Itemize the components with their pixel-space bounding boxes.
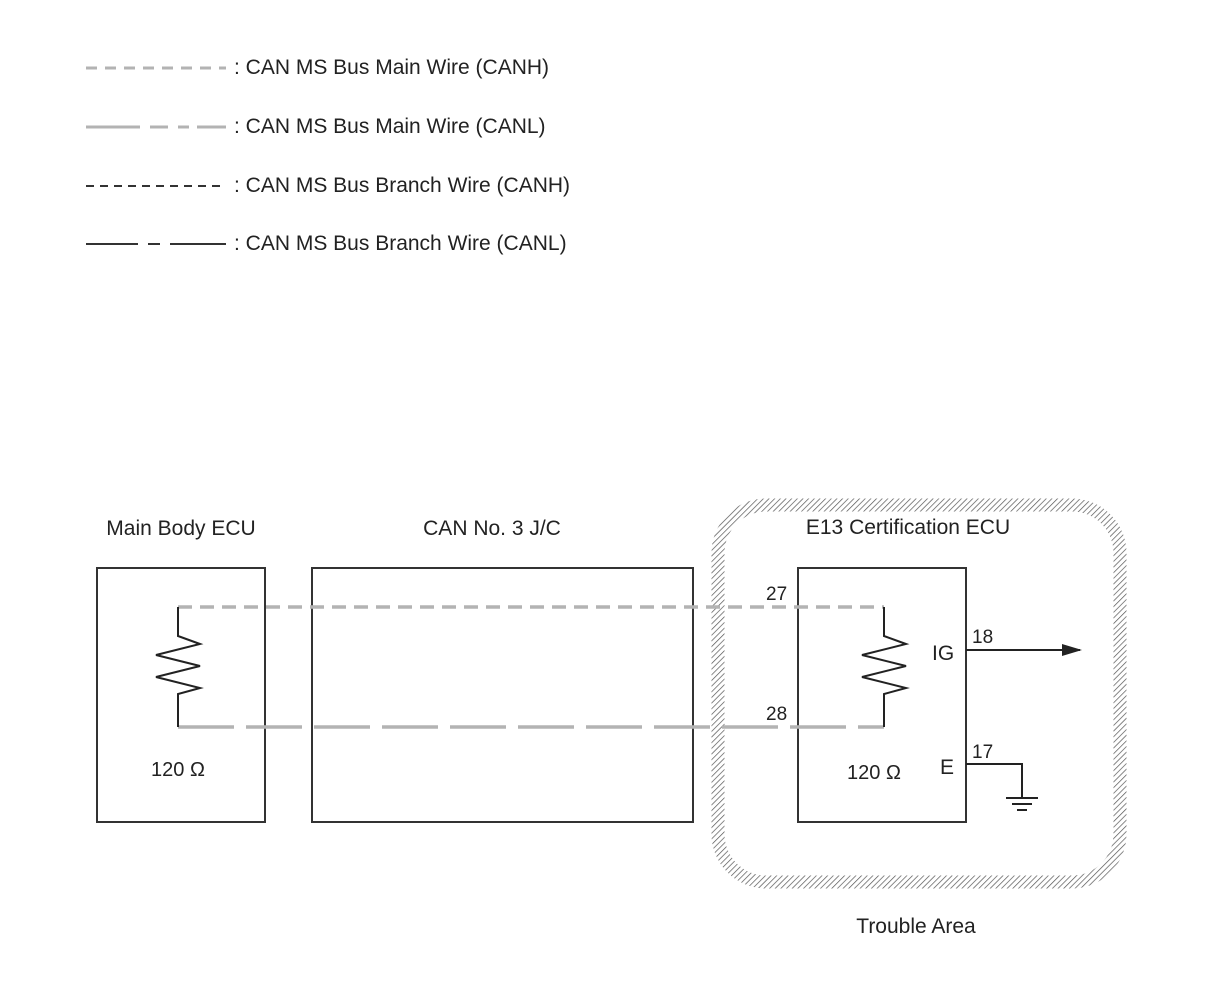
legend-item-main-canh: : CAN MS Bus Main Wire (CANH) — [86, 56, 549, 79]
legend-item-branch-canl: : CAN MS Bus Branch Wire (CANL) — [86, 232, 567, 255]
jc-label: CAN No. 3 J/C — [423, 517, 561, 540]
cert-ecu-resistor — [861, 607, 910, 727]
ig-terminal-label: IG — [932, 642, 954, 665]
legend-item-branch-canh: : CAN MS Bus Branch Wire (CANH) — [86, 174, 570, 197]
pin-27-label: 27 — [766, 584, 787, 605]
cert-ecu-resistance: 120 Ω — [847, 762, 901, 784]
pin-18-label: 18 — [972, 627, 993, 648]
cert-ecu-label: E13 Certification ECU — [806, 516, 1010, 539]
cert-ecu-box — [797, 567, 967, 823]
ground-icon — [966, 763, 1038, 811]
pin-17-label: 17 — [972, 742, 993, 763]
legend-label-main-canh: : CAN MS Bus Main Wire (CANH) — [234, 56, 549, 79]
trouble-area-label: Trouble Area — [856, 915, 976, 938]
trouble-area: Trouble Area — [711, 498, 1127, 938]
main-body-ecu-box — [96, 567, 266, 823]
trouble-area-border — [711, 498, 1127, 889]
pin-28-label: 28 — [766, 704, 787, 725]
main-body-ecu-resistance: 120 Ω — [151, 759, 205, 781]
e-terminal-label: E — [940, 756, 954, 779]
main-body-ecu-resistor — [155, 607, 204, 727]
jc-box — [311, 567, 694, 823]
legend-label-branch-canh: : CAN MS Bus Branch Wire (CANH) — [234, 174, 570, 197]
legend: : CAN MS Bus Main Wire (CANH) : CAN MS B… — [86, 56, 570, 255]
main-body-ecu-label: Main Body ECU — [106, 517, 255, 540]
legend-label-branch-canl: : CAN MS Bus Branch Wire (CANL) — [234, 232, 567, 255]
legend-item-main-canl: : CAN MS Bus Main Wire (CANL) — [86, 115, 546, 138]
legend-label-main-canl: : CAN MS Bus Main Wire (CANL) — [234, 115, 546, 138]
